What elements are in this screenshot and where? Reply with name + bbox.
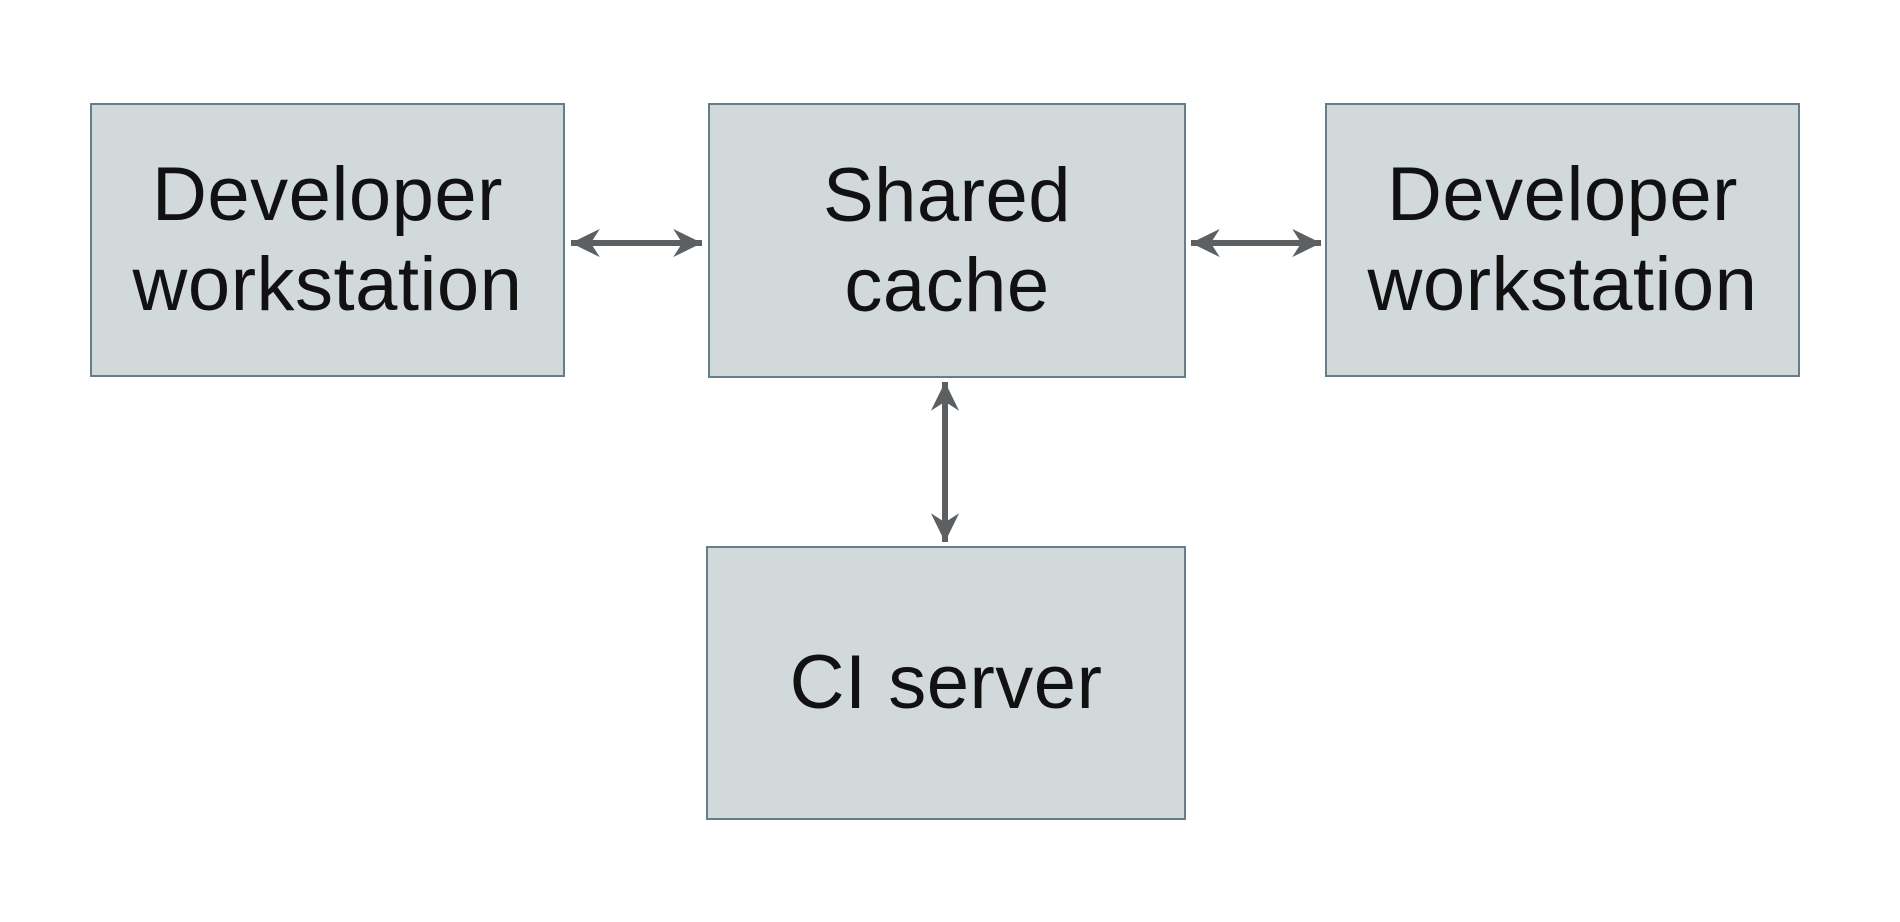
node-developer-workstation-left: Developer workstation [90, 103, 565, 377]
node-label: Developer workstation [1367, 152, 1758, 327]
node-shared-cache: Shared cache [708, 103, 1186, 378]
node-label: Shared cache [822, 152, 1072, 328]
node-label: CI server [789, 640, 1103, 725]
node-label: Developer workstation [132, 152, 523, 327]
node-developer-workstation-right: Developer workstation [1325, 103, 1800, 377]
node-ci-server: CI server [706, 546, 1186, 820]
